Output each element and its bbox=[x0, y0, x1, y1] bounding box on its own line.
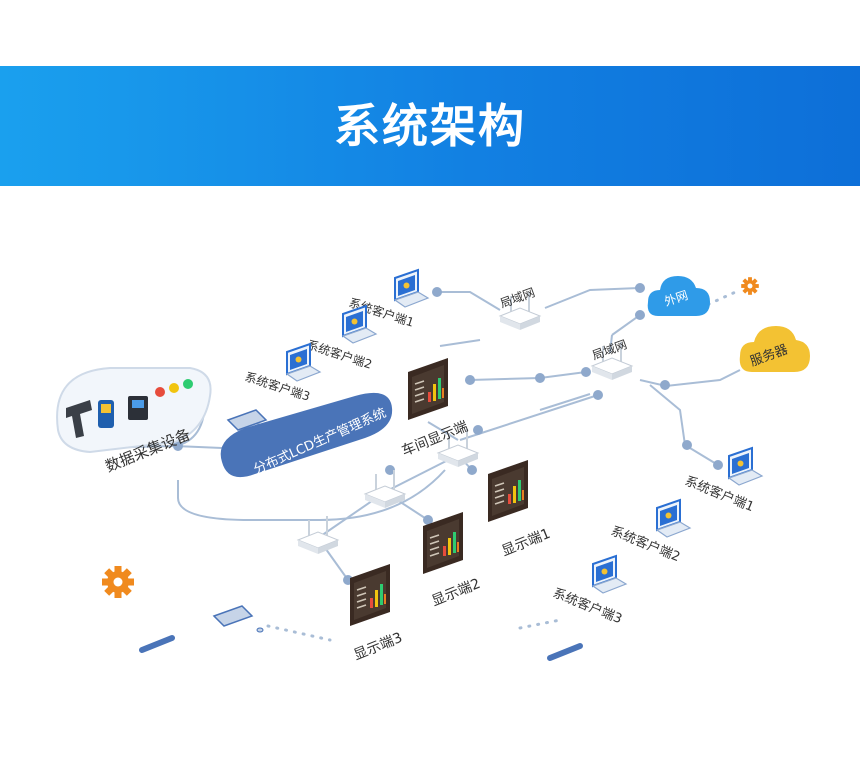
client-right-3-laptop bbox=[592, 555, 627, 594]
keyboard-icon bbox=[226, 409, 268, 431]
client-left-1-laptop bbox=[394, 269, 429, 308]
client-right-2-laptop bbox=[656, 499, 691, 538]
display-3-label: 显示端3 bbox=[352, 630, 405, 664]
gear-icon bbox=[741, 277, 759, 295]
architecture-diagram: 数据采集设备 分布式LCD生产管理系统 局域网 局域网 外网 服务器 车间显示端… bbox=[56, 269, 810, 664]
client-right-1-laptop bbox=[728, 447, 763, 486]
terminal-box-icon bbox=[128, 396, 148, 420]
router-switch-2 bbox=[364, 469, 406, 509]
client-right-3-label: 系统客户端3 bbox=[551, 585, 625, 627]
client-left-2-label: 系统客户端2 bbox=[305, 337, 374, 372]
server-cloud: 服务器 bbox=[739, 326, 810, 372]
junction-dots bbox=[173, 283, 723, 585]
barcode-scanner-icon bbox=[66, 400, 92, 438]
display-1-monitor bbox=[487, 459, 529, 523]
display-3-monitor bbox=[349, 563, 391, 627]
decor-bars bbox=[139, 635, 583, 661]
core-system: 分布式LCD生产管理系统 bbox=[220, 392, 393, 478]
page-title: 系统架构 bbox=[334, 99, 526, 153]
router-switch-3 bbox=[297, 515, 339, 555]
data-collection-devices: 数据采集设备 bbox=[56, 367, 212, 476]
title-banner: 系统架构 bbox=[0, 66, 860, 186]
gear-icon-large bbox=[102, 566, 134, 598]
dotted-links bbox=[266, 288, 742, 642]
rfid-reader-icon bbox=[98, 400, 114, 428]
keyboard-icon-bottom bbox=[212, 605, 264, 633]
indicator-lights-icon bbox=[155, 379, 193, 397]
display-2-label: 显示端2 bbox=[430, 576, 483, 610]
lan-top-label: 局域网 bbox=[498, 285, 537, 310]
display-1-label: 显示端1 bbox=[500, 526, 553, 560]
workshop-display-monitor bbox=[407, 357, 449, 421]
wan-cloud: 外网 bbox=[647, 276, 710, 316]
